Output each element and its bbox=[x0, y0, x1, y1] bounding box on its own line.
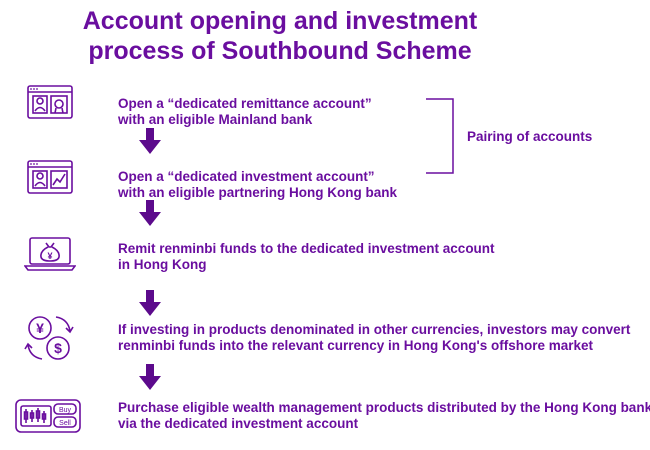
yen-symbol: ¥ bbox=[47, 251, 52, 261]
step-2-text: Open a “dedicated investment account” wi… bbox=[118, 169, 397, 201]
trading-terminal-icon: Buy Sell bbox=[15, 399, 81, 433]
sell-button-label: Sell bbox=[59, 420, 71, 427]
currency-exchange-icon: ¥ $ bbox=[24, 316, 74, 360]
remittance-account-icon bbox=[27, 85, 73, 119]
investment-account-icon bbox=[27, 160, 73, 194]
arrow-down-icon bbox=[139, 290, 161, 316]
step-3-line-2: in Hong Kong bbox=[118, 257, 207, 272]
step-1-line-1: Open a “dedicated remittance account” bbox=[118, 96, 372, 111]
step-2-line-1: Open a “dedicated investment account” bbox=[118, 169, 375, 184]
step-4-line-2: renminbi funds into the relevant currenc… bbox=[118, 338, 594, 353]
title-line-1: Account opening and investment bbox=[82, 7, 478, 35]
step-4-text: If investing in products denominated in … bbox=[118, 322, 630, 354]
diagram-title: Account opening and investment process o… bbox=[0, 6, 560, 66]
step-4-line-1: If investing in products denominated in … bbox=[118, 322, 631, 337]
arrow-down-icon bbox=[139, 128, 161, 154]
yen-coin-symbol: ¥ bbox=[36, 320, 44, 336]
step-3-text: Remit renminbi funds to the dedicated in… bbox=[118, 241, 495, 273]
dollar-coin-symbol: $ bbox=[54, 340, 62, 356]
pairing-bracket bbox=[426, 98, 454, 174]
title-line-2: process of Southbound Scheme bbox=[88, 37, 472, 65]
arrow-down-icon bbox=[139, 200, 161, 226]
buy-button-label: Buy bbox=[59, 407, 72, 414]
step-1-line-2: with an eligible Mainland bank bbox=[118, 112, 313, 127]
step-2-line-2: with an eligible partnering Hong Kong ba… bbox=[118, 185, 398, 200]
step-5-line-1: Purchase eligible wealth management prod… bbox=[118, 400, 650, 415]
step-5-line-2: via the dedicated investment account bbox=[118, 416, 359, 431]
step-5-text: Purchase eligible wealth management prod… bbox=[118, 400, 650, 432]
pairing-of-accounts-label: Pairing of accounts bbox=[467, 129, 593, 144]
remit-funds-laptop-icon: ¥ bbox=[24, 237, 76, 271]
step-3-line-1: Remit renminbi funds to the dedicated in… bbox=[118, 241, 495, 256]
arrow-down-icon bbox=[139, 364, 161, 390]
step-1-text: Open a “dedicated remittance account” wi… bbox=[118, 96, 372, 128]
